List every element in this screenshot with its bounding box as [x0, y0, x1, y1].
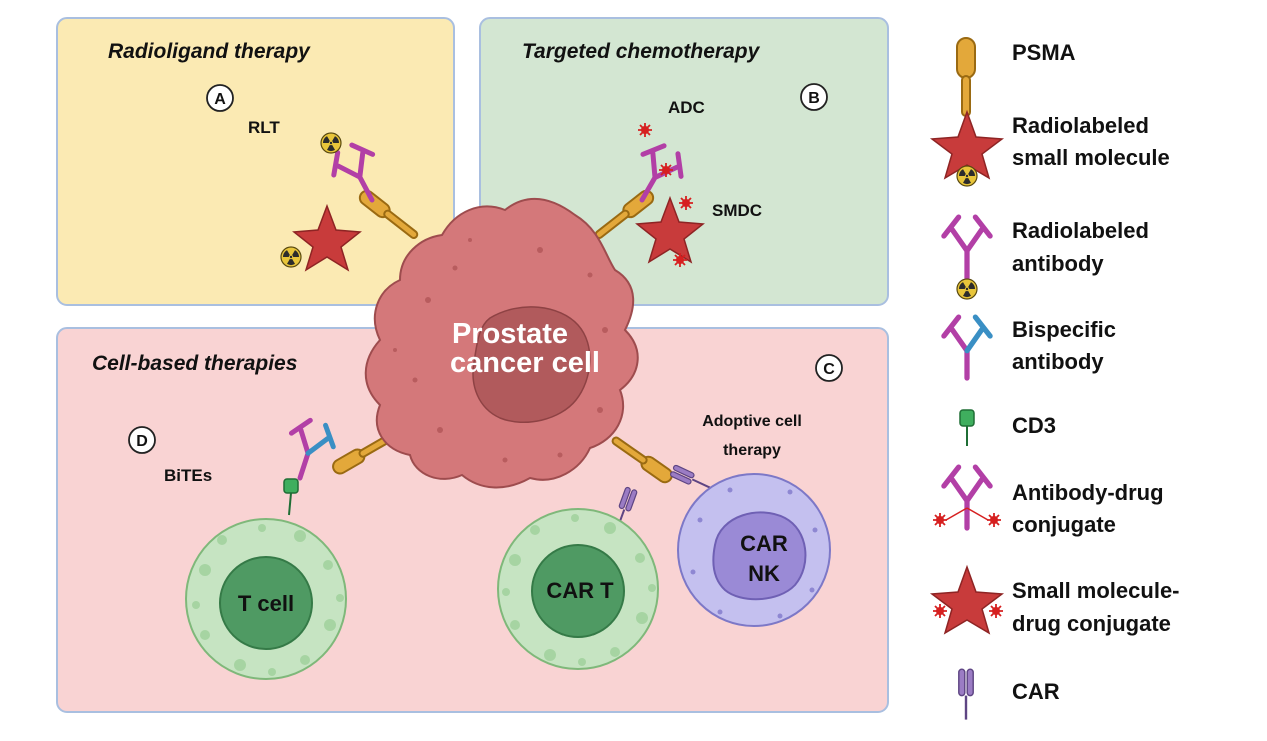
- letter-b: B: [808, 90, 820, 107]
- label-adoptive-line1: Adoptive cell: [702, 413, 802, 430]
- legend-adc-line1: Antibody-drug: [1012, 480, 1164, 505]
- prostate-cancer-cell: [364, 197, 639, 489]
- legend-smdc-icon: [929, 564, 1005, 635]
- radioactive-icon-star-a: [280, 246, 302, 268]
- letter-d: D: [136, 433, 148, 450]
- legend-adc-drug-left: [932, 512, 948, 528]
- smdc-star-b: [635, 195, 705, 264]
- car-nk-label-line1: CAR: [740, 531, 788, 556]
- adc-drug-1: [637, 122, 653, 138]
- smdc-drug-1: [678, 195, 694, 211]
- legend-radiolabeled-antibody-rad: [956, 278, 978, 300]
- letter-a-badge: A: [206, 84, 234, 112]
- legend-radiolabeled-antibody-icon: [944, 217, 990, 278]
- letter-b-badge: B: [800, 83, 828, 111]
- car-nk-label-line2: NK: [748, 561, 780, 586]
- letter-d-badge: D: [128, 426, 156, 454]
- legend-car-text: CAR: [1012, 679, 1060, 704]
- legend-bispecific-antibody-icon: [944, 317, 990, 378]
- radioactive-icon-antibody-a: [320, 132, 342, 154]
- panel-title-radioligand: Radioligand therapy: [108, 40, 311, 63]
- label-smdc: SMDC: [712, 201, 762, 220]
- legend: PSMA Radiolabeled small molecule Radiola…: [929, 37, 1180, 721]
- adc-drug-2: [658, 162, 674, 178]
- legend-psma-text: PSMA: [1012, 40, 1076, 65]
- letter-c-badge: C: [815, 354, 843, 382]
- legend-smdc-line2: drug conjugate: [1012, 611, 1171, 636]
- panel-title-targeted: Targeted chemotherapy: [522, 40, 761, 63]
- car-nk-cell: [677, 473, 831, 627]
- t-cell-label: T cell: [238, 591, 294, 616]
- legend-radiolabeled-antibody-line2: antibody: [1012, 251, 1104, 276]
- smdc-drug-2: [672, 252, 688, 268]
- label-adc: ADC: [668, 98, 705, 117]
- legend-adc-drug-right: [986, 512, 1002, 528]
- legend-radiolabeled-small-molecule-icon: [929, 109, 1005, 187]
- letter-c: C: [823, 361, 835, 378]
- legend-cd3-icon: [959, 409, 975, 446]
- radiolabeled-star-a: [292, 203, 362, 272]
- legend-radiolabeled-antibody-line1: Radiolabeled: [1012, 218, 1149, 243]
- legend-car-icon: [957, 668, 975, 721]
- label-rlt: RLT: [248, 118, 280, 137]
- car-t-label: CAR T: [546, 578, 614, 603]
- t-cell: [185, 518, 347, 680]
- legend-smdc-line1: Small molecule-: [1012, 578, 1180, 603]
- label-adoptive-line2: therapy: [723, 442, 781, 459]
- label-bites: BiTEs: [164, 466, 212, 485]
- cd3-stalk: [288, 492, 292, 516]
- legend-bispecific-antibody-line1: Bispecific: [1012, 317, 1116, 342]
- cd3-receptor-tcell: [283, 478, 299, 494]
- letter-a: A: [214, 91, 226, 108]
- legend-adc-icon: [944, 467, 990, 528]
- cancer-cell-label-line1: Prostate: [452, 318, 568, 350]
- legend-cd3-text: CD3: [1012, 413, 1056, 438]
- legend-adc-line2: conjugate: [1012, 512, 1116, 537]
- legend-radiolabeled-small-molecule-line2: small molecule: [1012, 145, 1170, 170]
- legend-bispecific-antibody-line2: antibody: [1012, 349, 1104, 374]
- car-t-cell: [497, 508, 659, 670]
- legend-radiolabeled-small-molecule-line1: Radiolabeled: [1012, 113, 1149, 138]
- cancer-cell-label-line2: cancer cell: [450, 347, 600, 379]
- legend-psma-icon: [956, 37, 976, 117]
- panel-title-cell-based: Cell-based therapies: [92, 352, 297, 375]
